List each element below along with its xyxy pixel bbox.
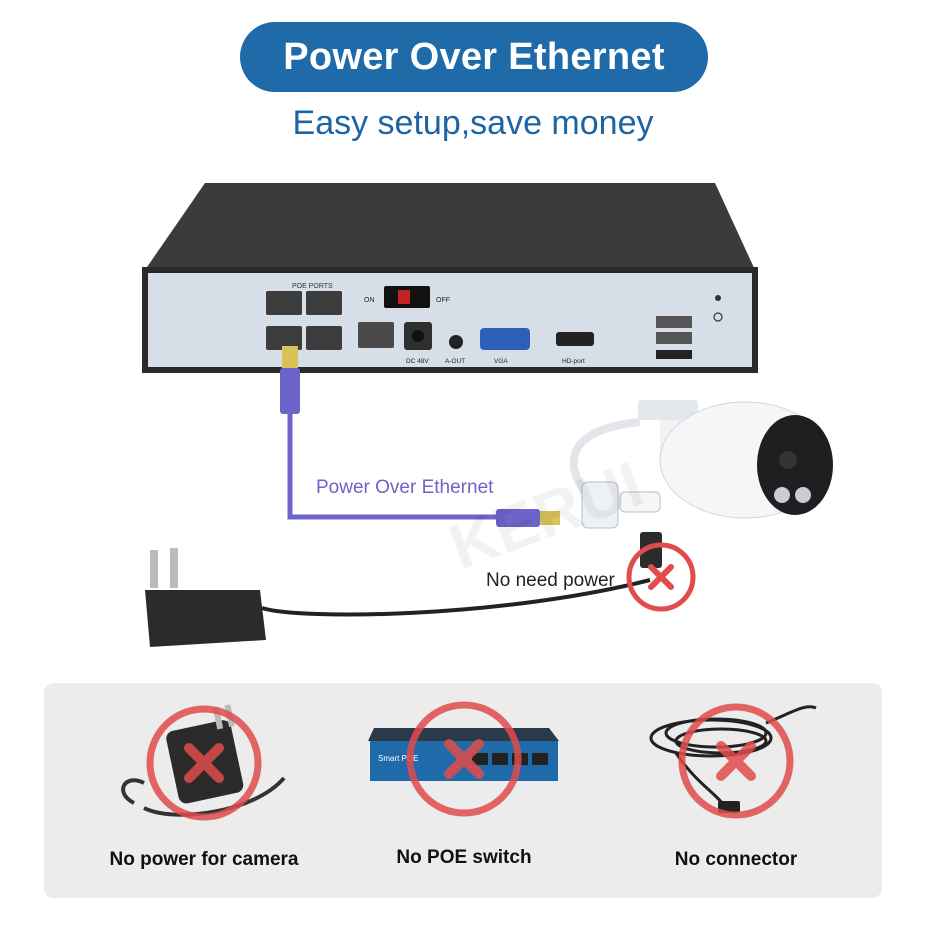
dc-plug (640, 532, 662, 568)
panel-item-no-connector: No connector (616, 683, 856, 898)
switch-on-text: ON (364, 297, 375, 304)
cable-connector-icon (649, 703, 817, 819)
usb-port-2 (656, 332, 692, 344)
cable-boot-nvr (280, 368, 300, 414)
nvr-top (145, 183, 755, 270)
dc-text: DC 48V (406, 358, 429, 365)
camera-mount (638, 400, 698, 420)
no-power-label: No power for camera (109, 849, 299, 870)
usb-port-1 (656, 316, 692, 328)
lan-port (358, 322, 394, 348)
vga-text: VGA (494, 358, 508, 365)
switch-off-text: OFF (436, 297, 450, 304)
cable-plug-nvr (282, 346, 298, 368)
page-title: Power Over Ethernet (240, 22, 708, 92)
poe-ports-text: POE PORTS (292, 283, 333, 290)
audio-out-jack (449, 335, 463, 349)
poe-ports (266, 291, 342, 350)
panel-item-no-poe-switch: Smart POE No POE switch (344, 683, 584, 898)
poe-cable-label: Power Over Ethernet (316, 477, 494, 498)
comparison-panel: No power for camera Smart POE No POE swi… (44, 683, 882, 898)
hdmi-port (556, 332, 594, 346)
poe-switch-icon: Smart POE (368, 701, 559, 817)
panel-item-no-power: No power for camera (84, 683, 324, 898)
power-adapter-icon (121, 704, 286, 821)
watermark: KERUI (440, 447, 652, 583)
no-need-power-label: No need power (486, 570, 615, 591)
power-cable (261, 578, 651, 617)
page-subtitle: Easy setup,save money (292, 104, 654, 142)
cable-boot-camera (496, 509, 540, 527)
camera-dc-connector (619, 491, 661, 513)
switch-device-text: Smart POE (378, 754, 418, 763)
aout-text: A-OUT (445, 358, 465, 365)
hdport-text: HD-port (562, 358, 585, 365)
power-adapter (145, 590, 266, 647)
camera-rj45-connector (581, 481, 619, 529)
vga-port (480, 328, 530, 350)
no-connector-label: No connector (674, 849, 798, 870)
poe-diagram: POE PORTS ON OFF DC 48V A-OUT VGA HD-por… (142, 183, 833, 647)
ethernet-cable (287, 414, 500, 520)
no-poe-switch-label: No POE switch (396, 847, 532, 868)
prohibit-icon (626, 542, 696, 612)
